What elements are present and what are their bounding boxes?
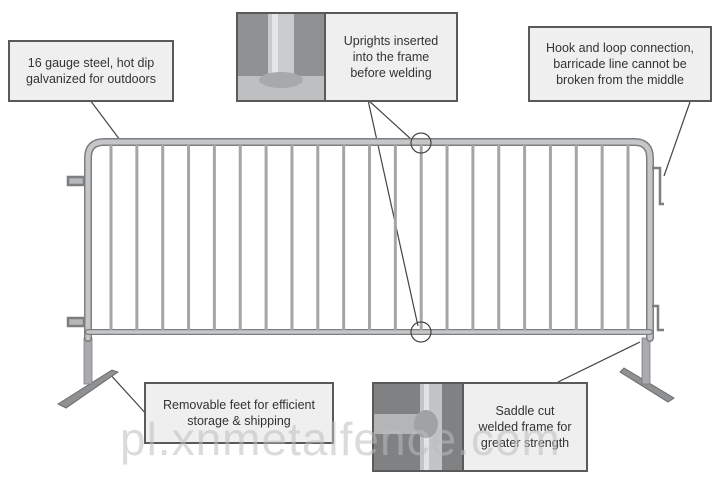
callout-uprights-line-1: Uprights inserted bbox=[343, 34, 439, 48]
leader-saddle bbox=[557, 341, 641, 383]
barricade-uprights bbox=[109, 145, 630, 330]
callout-hook: Hook and loop connection, barricade line… bbox=[528, 26, 712, 102]
callout-feet-line-1: Removable feet for efficient bbox=[163, 398, 315, 412]
callout-hook-line-2: barricade line cannot be bbox=[553, 57, 687, 71]
callout-steel: 16 gauge steel, hot dip galvanized for o… bbox=[8, 40, 174, 102]
callout-saddle-line-2: welded frame for bbox=[478, 420, 572, 434]
callout-steel-line-1: 16 gauge steel, hot dip bbox=[27, 56, 155, 70]
leader-hook bbox=[663, 101, 691, 177]
hook-and-loop bbox=[66, 166, 664, 332]
callout-saddle-line-1: Saddle cut bbox=[495, 404, 555, 418]
right-hook-top bbox=[652, 166, 664, 206]
leader-uprights-bottom bbox=[367, 99, 419, 327]
right-foot bbox=[619, 367, 675, 403]
detail-circle-bottom bbox=[410, 321, 432, 343]
barricade-frame bbox=[84, 138, 654, 342]
leader-uprights-top bbox=[367, 99, 413, 141]
saddle-weld-photo bbox=[372, 382, 464, 472]
leader-steel bbox=[89, 99, 121, 141]
callout-feet: Removable feet for efficient storage & s… bbox=[144, 382, 334, 444]
callout-uprights-line-2: into the frame bbox=[352, 50, 430, 64]
left-loop-bottom bbox=[66, 316, 86, 328]
callout-hook-line-3: broken from the middle bbox=[556, 73, 684, 87]
upright-weld-photo bbox=[236, 12, 326, 102]
detail-circle-top bbox=[410, 132, 432, 154]
leader-lines bbox=[89, 99, 691, 417]
left-foot bbox=[56, 369, 120, 409]
callout-uprights: Uprights inserted into the frame before … bbox=[324, 12, 458, 102]
callout-saddle: Saddle cut welded frame for greater stre… bbox=[462, 382, 588, 472]
left-loop-top bbox=[66, 175, 86, 187]
callout-uprights-line-3: before welding bbox=[350, 66, 432, 80]
callout-saddle-line-3: greater strength bbox=[480, 436, 570, 450]
callout-hook-line-1: Hook and loop connection, bbox=[545, 41, 695, 55]
callout-feet-line-2: storage & shipping bbox=[187, 414, 291, 428]
watermark-text: pl.xnmetalfence.com bbox=[120, 413, 561, 465]
right-hook-bottom bbox=[652, 304, 664, 332]
leader-feet bbox=[107, 371, 149, 417]
callout-steel-line-2: galvanized for outdoors bbox=[26, 72, 156, 86]
